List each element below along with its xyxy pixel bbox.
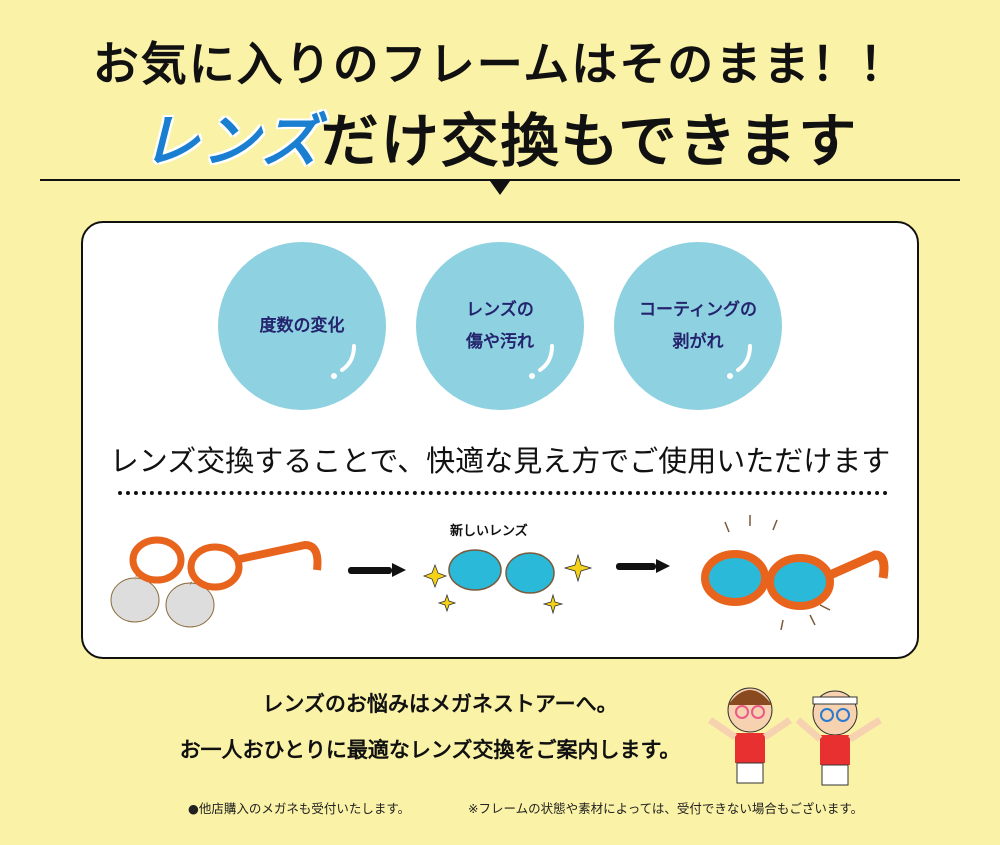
reason-text: 傷や汚れ xyxy=(466,332,534,352)
divider xyxy=(40,179,960,181)
headline-highlight: レンズ xyxy=(141,107,321,175)
new-glasses-illustration xyxy=(701,515,889,631)
reason-circle: 度数の変化 xyxy=(218,242,386,410)
note-other-stores: ●他店購入のメガネも受付いたします。 xyxy=(188,801,411,816)
bottom-line1: レンズのお悩みはメガネストアーへ。 xyxy=(262,692,618,716)
old-glasses-illustration xyxy=(110,536,322,628)
reason-text: 度数の変化 xyxy=(259,316,345,336)
arrow-icon xyxy=(348,563,406,577)
reason-text: レンズの xyxy=(466,300,534,320)
arrow-icon xyxy=(616,559,670,573)
note-conditions: ※フレームの状態や素材によっては、受付できない場合もございます。 xyxy=(468,801,864,816)
headline-rest: だけ交換もできます xyxy=(320,107,859,175)
benefit-message: レンズ交換することで、快適な見え方でご使用いただけます xyxy=(109,444,891,478)
down-triangle-icon xyxy=(490,181,510,195)
shine-icon xyxy=(331,344,356,379)
new-lens-label: 新しいレンズ xyxy=(450,524,528,539)
dotted-divider xyxy=(118,491,888,495)
reason-circle: レンズの 傷や汚れ xyxy=(416,242,584,410)
staff-mascots-illustration xyxy=(708,687,882,786)
headline-line2: レンズだけ交換もできます xyxy=(0,94,1000,178)
reason-text: コーティングの xyxy=(639,300,757,320)
reason-circle: コーティングの 剥がれ xyxy=(614,242,782,410)
new-lenses-illustration xyxy=(422,549,593,615)
reason-text: 剥がれ xyxy=(672,332,724,352)
shine-icon xyxy=(727,344,752,379)
bottom-line2: お一人おひとりに最適なレンズ交換をご案内します。 xyxy=(179,738,681,762)
headline-line1: お気に入りのフレームはそのまま！！ xyxy=(92,37,908,91)
shine-icon xyxy=(529,344,554,379)
